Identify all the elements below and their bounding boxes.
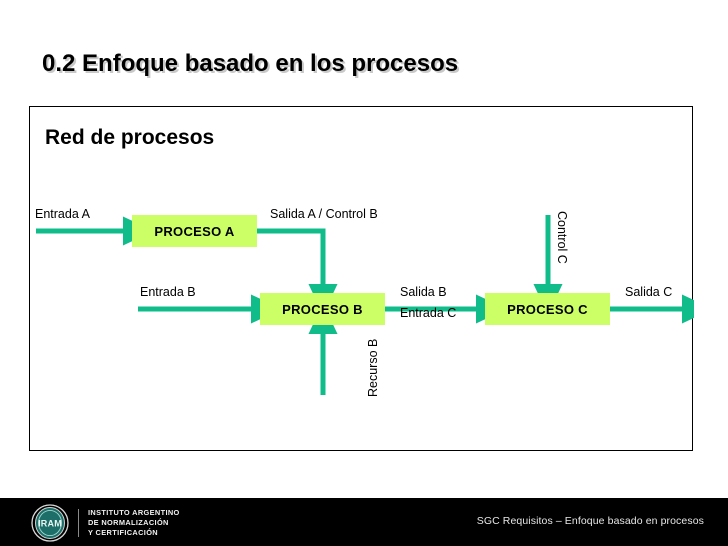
content-panel: Red de procesos bbox=[29, 106, 694, 452]
flow-label-salida-b: Salida B bbox=[400, 285, 447, 299]
process-network-diagram: PROCESO A PROCESO B PROCESO C Entrada A … bbox=[30, 107, 694, 452]
flow-label-entrada-a: Entrada A bbox=[35, 207, 90, 221]
footer-bar: IRAM INSTITUTO ARGENTINO DE NORMALIZACIÓ… bbox=[0, 498, 728, 546]
flow-label-control-c: Control C bbox=[555, 211, 569, 264]
process-box-b[interactable]: PROCESO B bbox=[260, 293, 385, 325]
panel-heading: Red de procesos bbox=[45, 126, 215, 149]
logo-divider bbox=[78, 509, 79, 537]
iram-logo-text: INSTITUTO ARGENTINO DE NORMALIZACIÓN Y C… bbox=[88, 508, 180, 537]
arrow-salida-a-control-b bbox=[257, 228, 338, 315]
flow-label-salida-c: Salida C bbox=[625, 285, 673, 299]
iram-logo: IRAM INSTITUTO ARGENTINO DE NORMALIZACIÓ… bbox=[30, 503, 180, 543]
iram-logo-mark-icon: IRAM bbox=[30, 504, 70, 542]
process-box-a[interactable]: PROCESO A bbox=[132, 215, 257, 247]
flow-label-recurso-b: Recurso B bbox=[366, 338, 380, 397]
flow-label-salida-a-control-b: Salida A / Control B bbox=[270, 207, 378, 221]
page-title: 0.2 Enfoque basado en los procesos bbox=[42, 50, 459, 77]
logo-line-2: DE NORMALIZACIÓN bbox=[88, 518, 169, 528]
logo-line-1: INSTITUTO ARGENTINO bbox=[88, 508, 180, 518]
process-box-c[interactable]: PROCESO C bbox=[485, 293, 610, 325]
flow-label-entrada-c: Entrada C bbox=[400, 306, 457, 320]
footer-caption: SGC Requisitos – Enfoque basado en proce… bbox=[476, 515, 704, 527]
flow-label-entrada-b: Entrada B bbox=[140, 285, 196, 299]
svg-text:IRAM: IRAM bbox=[38, 518, 62, 528]
diagram-arrows-layer bbox=[36, 215, 694, 395]
logo-line-3: Y CERTIFICACIÓN bbox=[88, 527, 158, 537]
